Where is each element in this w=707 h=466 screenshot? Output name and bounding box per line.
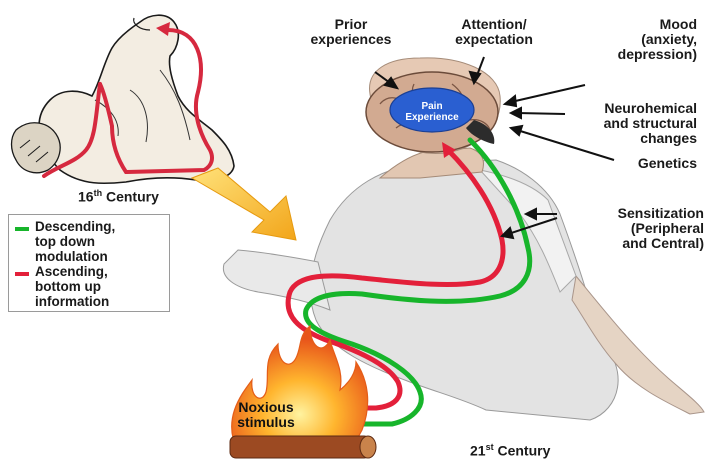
attention-expectation-label: Attention/ expectation: [434, 17, 554, 47]
noxious-stimulus-label: Noxious stimulus: [216, 400, 316, 430]
neurochemical-changes-label: Neurohemical and structural changes: [565, 101, 697, 146]
prior-experiences-label: Prior experiences: [291, 17, 411, 47]
ascending-swatch: [15, 272, 29, 276]
ascending-legend-label: Ascending, bottom up information: [35, 264, 171, 309]
mood-label: Mood (anxiety, depression): [580, 17, 697, 62]
sensitization-label: Sensitization (Peripheral and Central): [552, 206, 704, 251]
pain-experience-label: Pain Experience: [392, 101, 472, 123]
legend: Descending, top down modulation Ascendin…: [8, 214, 170, 312]
twentyfirst-century-label: 21st Century: [470, 440, 550, 459]
genetics-label: Genetics: [600, 156, 697, 171]
sixteenth-century-label: 16th Century: [78, 186, 159, 205]
descending-swatch: [15, 227, 29, 231]
descending-legend-label: Descending, top down modulation: [35, 219, 171, 264]
historical-arrow: [192, 168, 296, 240]
sixteenth-century-figure: [12, 15, 235, 183]
